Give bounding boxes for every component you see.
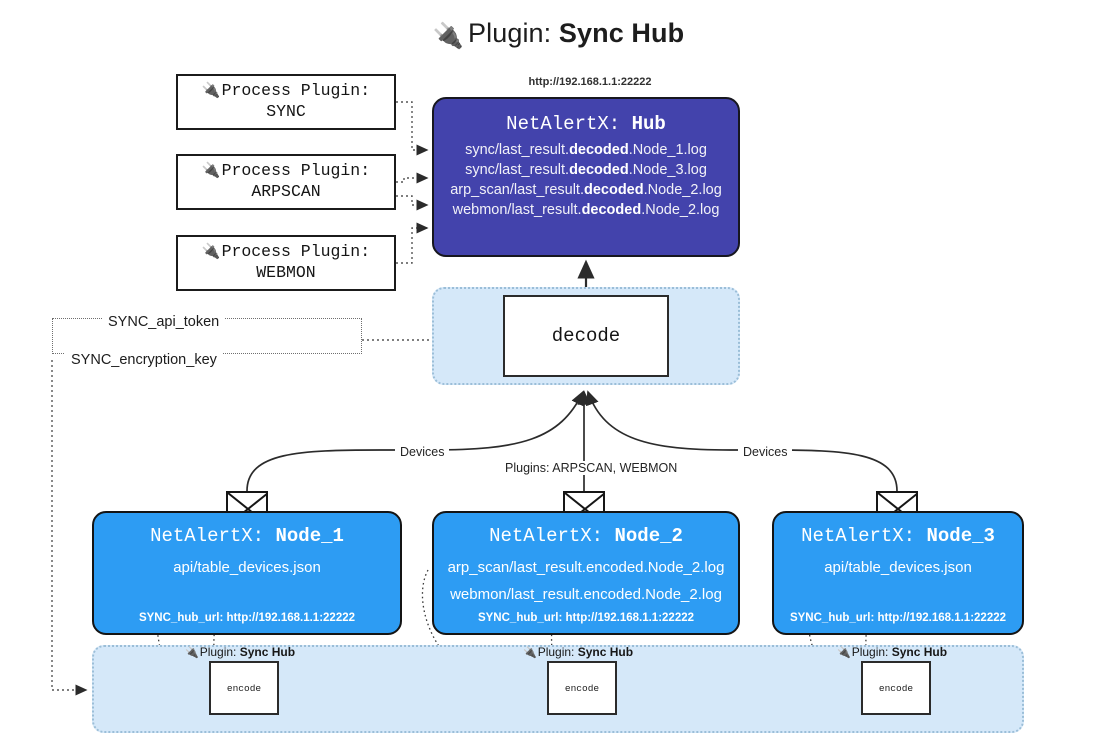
- node-line: arp_scan/last_result.encoded.Node_2.log: [447, 559, 725, 576]
- hub-log-entry: sync/last_result.decoded.Node_1.log: [465, 142, 707, 158]
- sync-api-token-label: SYNC_api_token: [102, 314, 226, 330]
- node-footer: SYNC_hub_url: http://192.168.1.1:22222: [477, 612, 695, 624]
- process-plugin-name: WEBMON: [256, 263, 316, 282]
- node-line-list: api/table_devices.json: [173, 559, 321, 612]
- process-plugin-label: Process Plugin:: [221, 81, 371, 101]
- node-box-node-3[interactable]: NetAlertX: Node_3 api/table_devices.json…: [772, 511, 1024, 635]
- node-footer: SYNC_hub_url: http://192.168.1.1:22222: [138, 612, 356, 624]
- plug-icon: 🔌: [201, 82, 221, 100]
- node-title-prefix: NetAlertX:: [150, 525, 265, 547]
- process-plugin-box-arpscan[interactable]: 🔌Process Plugin: ARPSCAN: [176, 154, 396, 210]
- node-title-prefix: NetAlertX:: [489, 525, 604, 547]
- hub-node-box[interactable]: NetAlertX: Hub sync/last_result.decoded.…: [432, 97, 740, 257]
- node-line: webmon/last_result.encoded.Node_2.log: [450, 586, 722, 603]
- encode-caption-node-2: 🔌Plugin: Sync Hub: [523, 645, 634, 659]
- node-title-name: Node_2: [614, 525, 683, 547]
- plug-icon: 🔌: [201, 162, 221, 180]
- page-title-name: Sync Hub: [558, 18, 685, 48]
- plug-icon: 🔌: [837, 647, 851, 659]
- sync-encryption-key-label: SYNC_encryption_key: [65, 352, 223, 368]
- process-plugin-box-webmon[interactable]: 🔌Process Plugin: WEBMON: [176, 235, 396, 291]
- node-line: api/table_devices.json: [824, 559, 972, 576]
- decode-box[interactable]: decode: [503, 295, 669, 377]
- node-box-node-2[interactable]: NetAlertX: Node_2 arp_scan/last_result.e…: [432, 511, 740, 635]
- hub-title-prefix: NetAlertX:: [506, 113, 621, 135]
- encode-box-node-2[interactable]: encode: [547, 661, 617, 715]
- plug-icon: 🔌: [201, 243, 221, 261]
- process-plugin-name: SYNC: [266, 102, 306, 121]
- encode-box-node-1[interactable]: encode: [209, 661, 279, 715]
- node-title-name: Node_3: [926, 525, 995, 547]
- process-plugin-label: Process Plugin:: [221, 161, 371, 181]
- node-title-name: Node_1: [275, 525, 344, 547]
- hub-log-entry: arp_scan/last_result.decoded.Node_2.log: [450, 182, 722, 198]
- plug-icon: 🔌: [185, 647, 199, 659]
- encode-caption-node-1: 🔌Plugin: Sync Hub: [185, 645, 296, 659]
- node-line: api/table_devices.json: [173, 559, 321, 576]
- page-title: 🔌Plugin: Sync Hub: [0, 18, 1117, 50]
- plug-icon: 🔌: [523, 647, 537, 659]
- node-title-prefix: NetAlertX:: [801, 525, 916, 547]
- hub-log-list: sync/last_result.decoded.Node_1.log sync…: [434, 142, 738, 218]
- node-box-node-1[interactable]: NetAlertX: Node_1 api/table_devices.json…: [92, 511, 402, 635]
- hub-log-entry: webmon/last_result.decoded.Node_2.log: [452, 202, 720, 218]
- hub-url-label: http://192.168.1.1:22222: [528, 76, 652, 88]
- edge-label-devices-left: Devices: [395, 445, 450, 459]
- node-line-list: arp_scan/last_result.encoded.Node_2.log …: [448, 559, 725, 612]
- process-plugin-box-sync[interactable]: 🔌Process Plugin: SYNC: [176, 74, 396, 130]
- edge-label-plugins: Plugins: ARPSCAN, WEBMON: [500, 461, 683, 475]
- node-footer: SYNC_hub_url: http://192.168.1.1:22222: [789, 612, 1007, 624]
- encode-caption-node-3: 🔌Plugin: Sync Hub: [837, 645, 948, 659]
- process-plugin-name: ARPSCAN: [251, 182, 321, 201]
- page-title-prefix: Plugin:: [468, 18, 552, 48]
- process-plugin-label: Process Plugin:: [221, 242, 371, 262]
- plug-icon: 🔌: [432, 22, 465, 50]
- hub-log-entry: sync/last_result.decoded.Node_3.log: [465, 162, 707, 178]
- node-line-list: api/table_devices.json: [824, 559, 972, 612]
- edge-label-devices-right: Devices: [738, 445, 793, 459]
- encode-box-node-3[interactable]: encode: [861, 661, 931, 715]
- hub-title-name: Hub: [631, 113, 666, 135]
